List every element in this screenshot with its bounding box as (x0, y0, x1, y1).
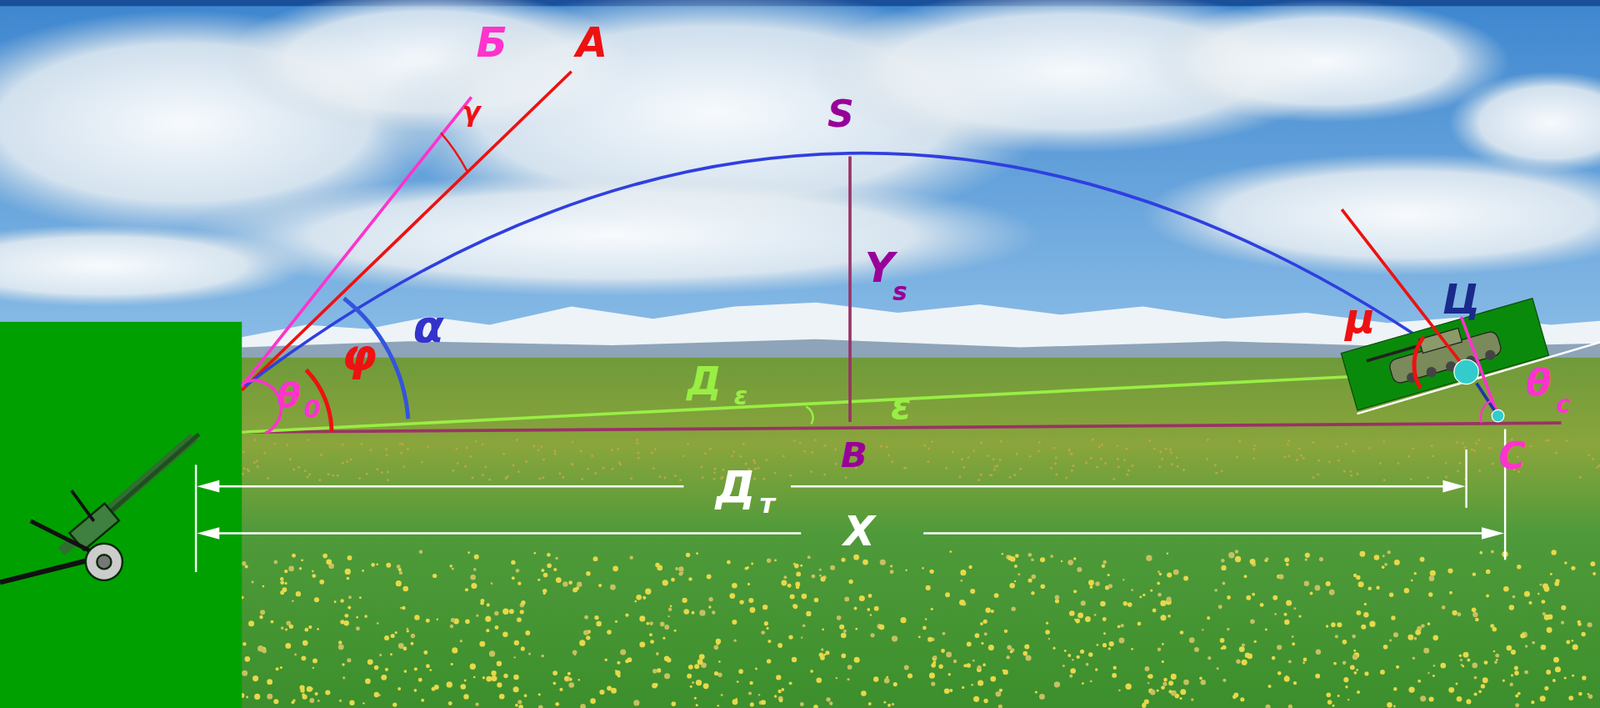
diagram-label: В (840, 437, 868, 473)
diagram-label: γ (462, 99, 481, 126)
diagram-label: Б (476, 22, 508, 64)
diagram-label: Ц (1442, 278, 1480, 320)
diagram-label: ε (734, 385, 748, 410)
diagram-label: μ (1345, 298, 1375, 340)
diagram-label: c (1555, 392, 1570, 417)
diagram-label: Д (715, 465, 756, 510)
diagram-label: X (843, 510, 875, 551)
diagram-label: 0 (303, 398, 320, 423)
diagram-label: А (575, 22, 608, 64)
diagram-label: θ (1525, 364, 1551, 401)
diagram-label: S (827, 95, 855, 133)
diagram-label: Д (686, 360, 721, 400)
diagram-label: φ (341, 332, 377, 378)
diagram-label: α (413, 304, 445, 350)
diagram-label: Y (865, 246, 895, 288)
diagram-label: т (760, 490, 775, 518)
diagram-label: ε (890, 387, 912, 425)
diagram-label: С (1499, 437, 1526, 475)
diagram-label: s (892, 280, 908, 305)
diagram-label: θ (276, 377, 301, 413)
